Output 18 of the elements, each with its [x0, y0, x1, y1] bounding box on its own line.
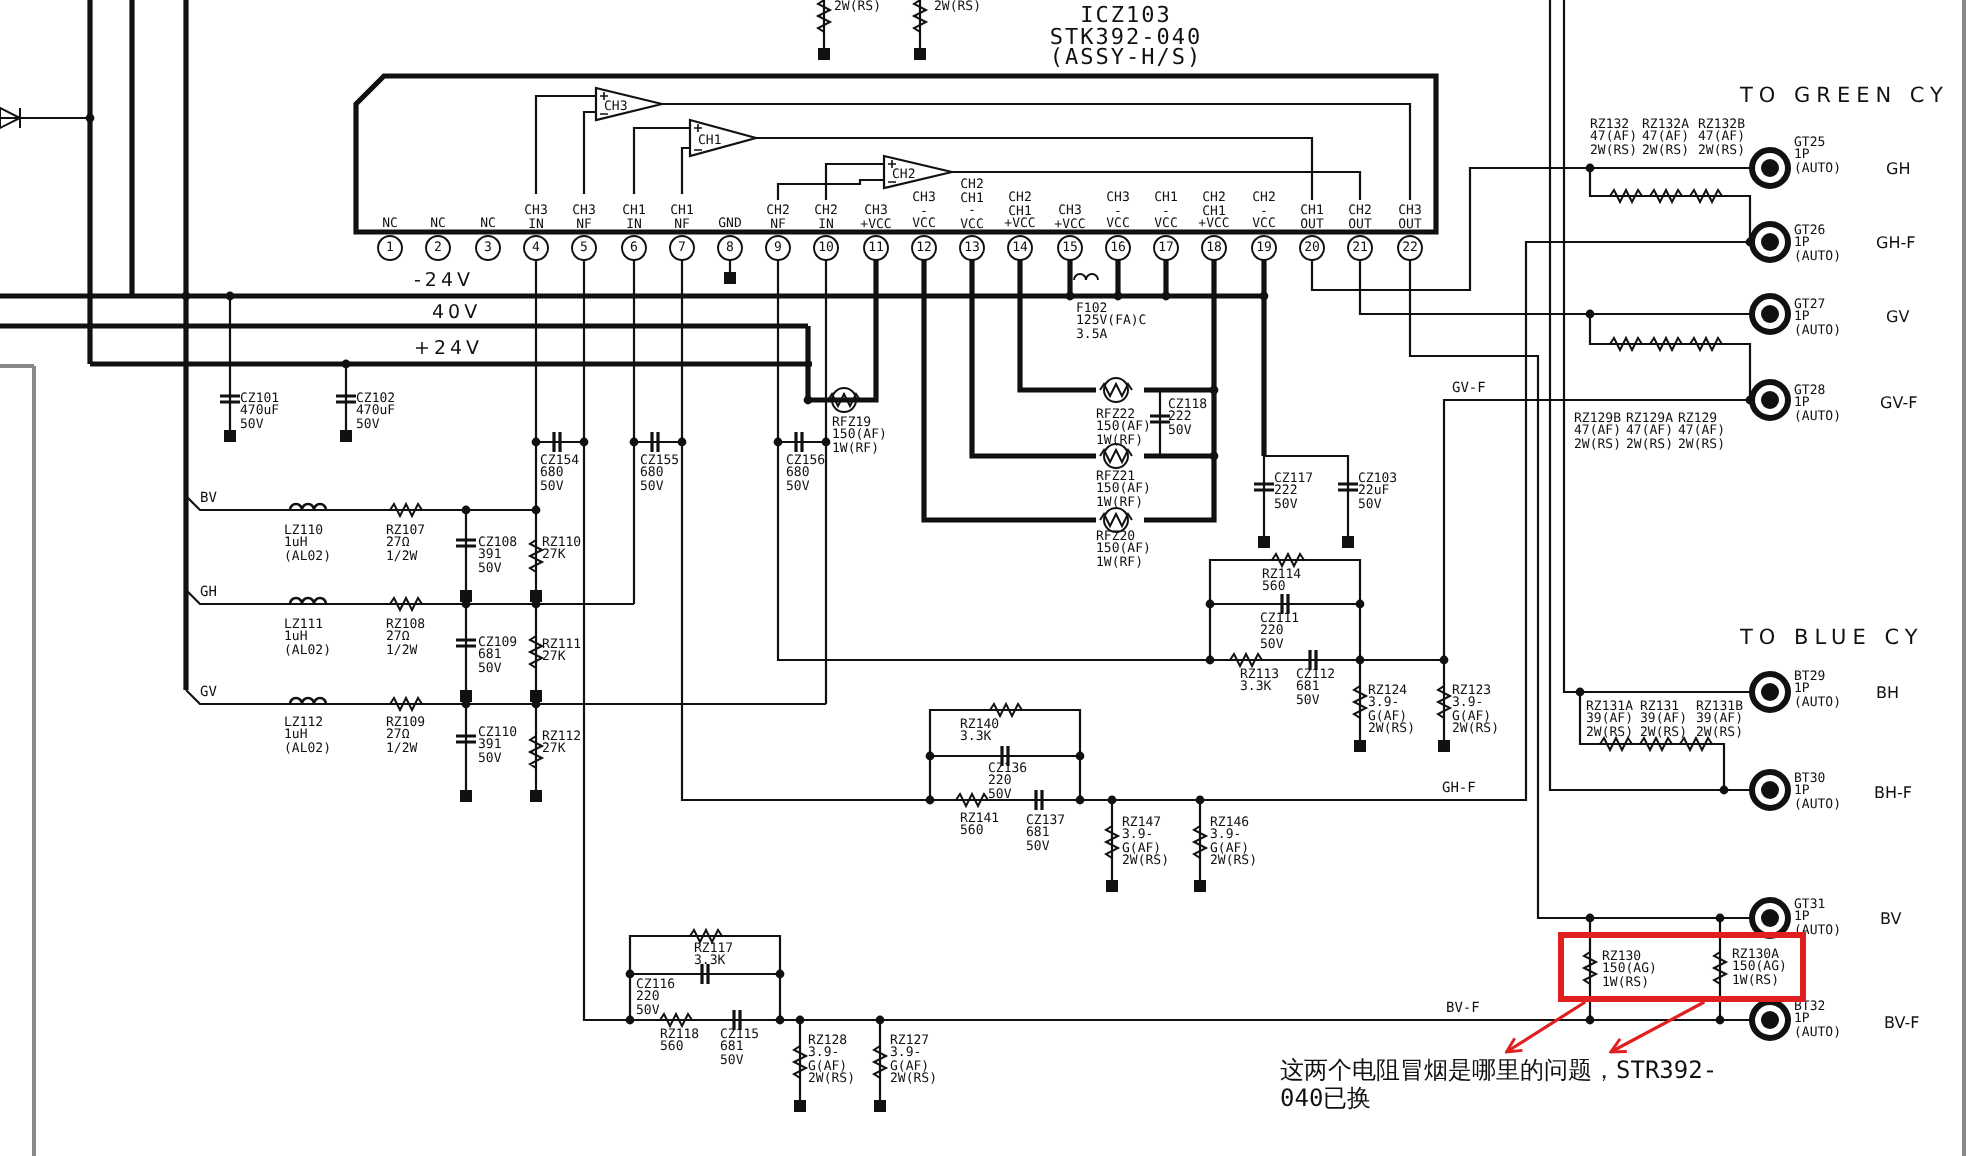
jack-name: GV-F — [1880, 394, 1918, 412]
annotation-text: 这两个电阻冒烟是哪里的问题，STR392-040已换 — [1280, 1056, 1724, 1112]
jack-name: BV — [1880, 910, 1902, 928]
jack-name: GH — [1886, 160, 1911, 178]
voltage-label: +24V — [414, 340, 484, 360]
section-title: TO GREEN CY — [1740, 84, 1949, 108]
jack-name: GH-F — [1876, 234, 1916, 252]
jack-name: BV-F — [1884, 1014, 1920, 1032]
section-title: TO BLUE CY — [1740, 626, 1924, 650]
jack-name: BH-F — [1874, 784, 1912, 802]
arrow — [1609, 1000, 1706, 1054]
chip-title: ICZ103 STK392-040 (ASSY-H/S) — [1047, 6, 1205, 69]
voltage-label: 40V — [432, 304, 482, 324]
jack-name: GV — [1886, 308, 1910, 326]
voltage-label: -24V — [414, 272, 475, 292]
jack-name: BH — [1876, 684, 1900, 702]
highlight-box — [1558, 932, 1806, 1002]
arrow — [1505, 1000, 1587, 1054]
